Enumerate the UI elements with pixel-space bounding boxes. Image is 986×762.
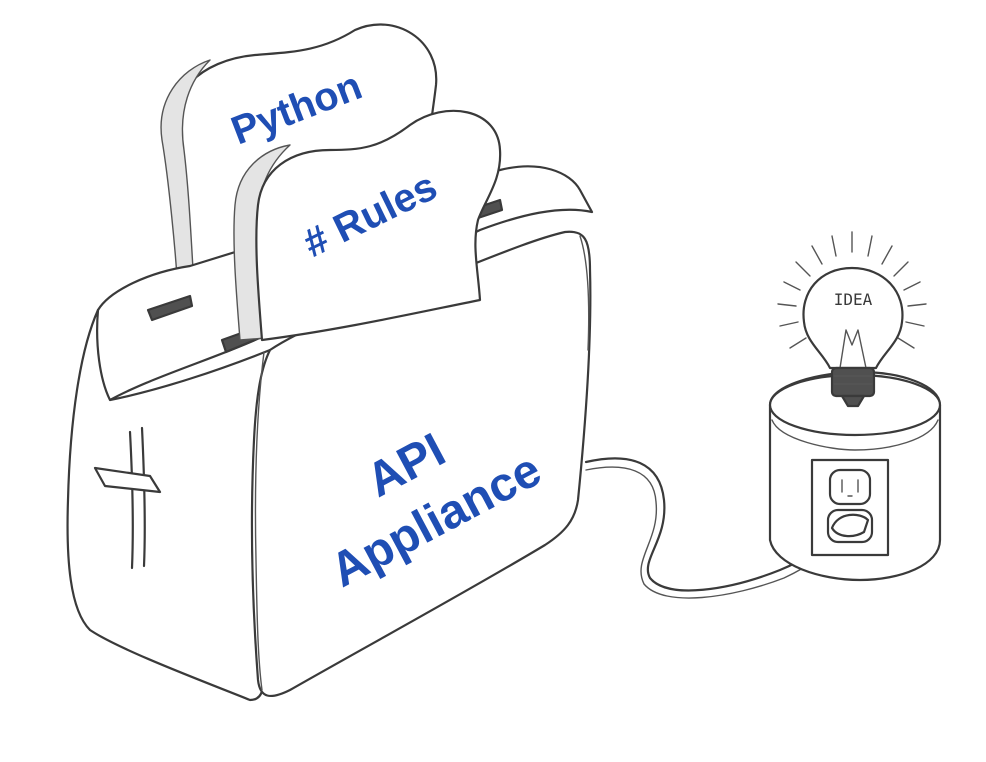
toaster-body xyxy=(66,165,594,702)
toaster-lever xyxy=(93,426,162,570)
light-bulb-icon: IDEA xyxy=(777,231,927,408)
bread-slice-front: # Rules xyxy=(233,109,502,342)
bulb-label: IDEA xyxy=(834,290,873,309)
